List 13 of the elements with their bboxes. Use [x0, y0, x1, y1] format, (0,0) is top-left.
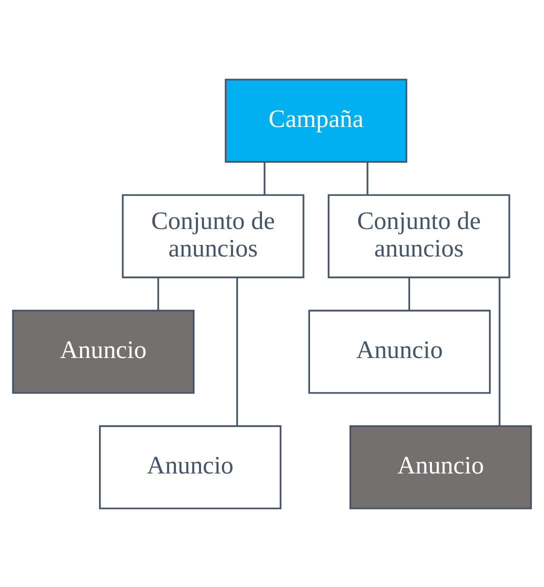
connector	[498, 277, 500, 426]
connector	[366, 162, 368, 194]
node-box: Anuncio	[349, 424, 532, 509]
connector	[157, 277, 160, 310]
node-box: Campaña	[224, 78, 408, 162]
node-box: Conjunto de anuncios	[328, 194, 510, 278]
node-box: Anuncio	[99, 424, 282, 509]
connector	[408, 277, 410, 310]
connector	[264, 162, 266, 194]
connector	[236, 277, 238, 426]
node-box: Anuncio	[308, 309, 491, 394]
node-box: Conjunto de anuncios	[122, 194, 304, 278]
node-box: Anuncio	[12, 309, 195, 394]
